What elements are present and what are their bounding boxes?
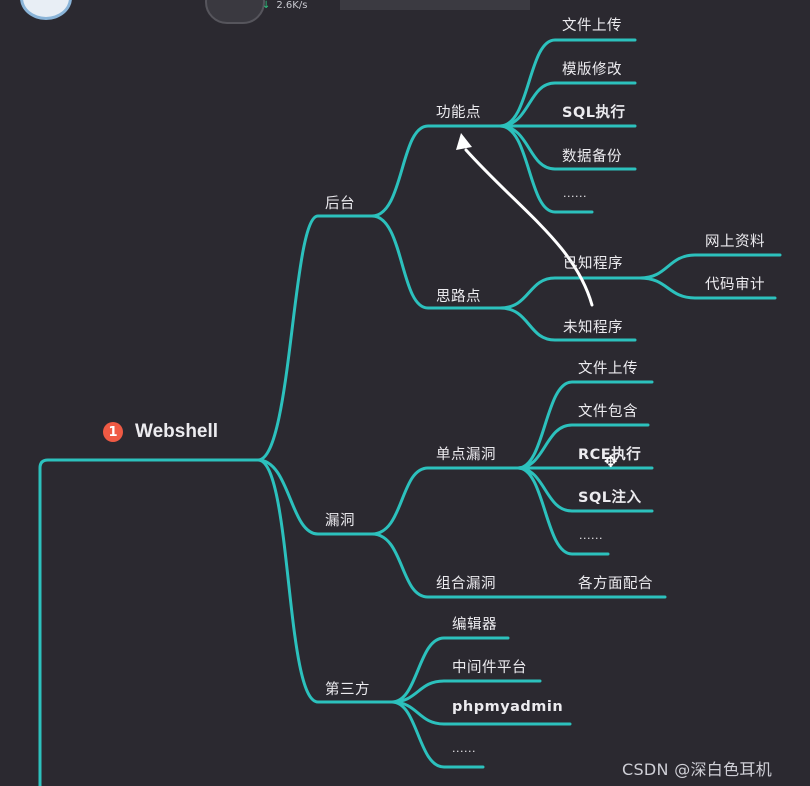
root-node[interactable]: 1 Webshell xyxy=(103,421,218,443)
link-dandian xyxy=(372,468,518,534)
node-disanfang-item-3[interactable]: ...... xyxy=(452,742,476,755)
node-dandian[interactable]: 单点漏洞 xyxy=(436,443,496,464)
node-weizhi[interactable]: 未知程序 xyxy=(563,316,623,337)
node-gongnengdian[interactable]: 功能点 xyxy=(436,101,481,122)
node-gongneng-item-3[interactable]: 数据备份 xyxy=(562,145,622,166)
link-houtai xyxy=(258,216,372,460)
node-zuhe-item[interactable]: 各方面配合 xyxy=(578,572,653,593)
node-disanfang-item-2[interactable]: phpmyadmin xyxy=(452,699,563,715)
node-yizhi-item-0[interactable]: 网上资料 xyxy=(705,230,765,251)
node-gongneng-item-4[interactable]: ...... xyxy=(563,187,587,200)
node-dandian-item-1[interactable]: 文件包含 xyxy=(578,400,638,421)
node-gongneng-item-0[interactable]: 文件上传 xyxy=(562,14,622,35)
node-dandian-item-4[interactable]: ...... xyxy=(579,529,603,542)
node-zuhe[interactable]: 组合漏洞 xyxy=(436,572,496,593)
move-cursor-icon: ✥ xyxy=(604,452,617,471)
node-yizhi[interactable]: 已知程序 xyxy=(563,252,623,273)
trunk-line xyxy=(40,460,258,786)
node-disanfang-item-1[interactable]: 中间件平台 xyxy=(452,656,527,677)
node-disanfang[interactable]: 第三方 xyxy=(325,678,370,699)
link-disanfang xyxy=(258,460,392,702)
node-houtai[interactable]: 后台 xyxy=(325,192,355,213)
root-label: Webshell xyxy=(135,421,218,443)
priority-badge: 1 xyxy=(103,422,123,442)
node-gongneng-item-1[interactable]: 模版修改 xyxy=(562,58,622,79)
node-disanfang-item-0[interactable]: 编辑器 xyxy=(452,613,497,634)
node-dandian-item-3[interactable]: SQL注入 xyxy=(578,486,642,507)
node-loudong[interactable]: 漏洞 xyxy=(325,509,355,530)
link-gongnengdian xyxy=(372,126,500,216)
node-yizhi-item-1[interactable]: 代码审计 xyxy=(705,273,765,294)
node-dandian-item-0[interactable]: 文件上传 xyxy=(578,357,638,378)
node-gongneng-item-2[interactable]: SQL执行 xyxy=(562,101,626,122)
annotation-arrow-head xyxy=(456,133,472,150)
watermark: CSDN @深白色耳机 xyxy=(622,756,772,780)
node-siludian[interactable]: 思路点 xyxy=(436,285,481,306)
